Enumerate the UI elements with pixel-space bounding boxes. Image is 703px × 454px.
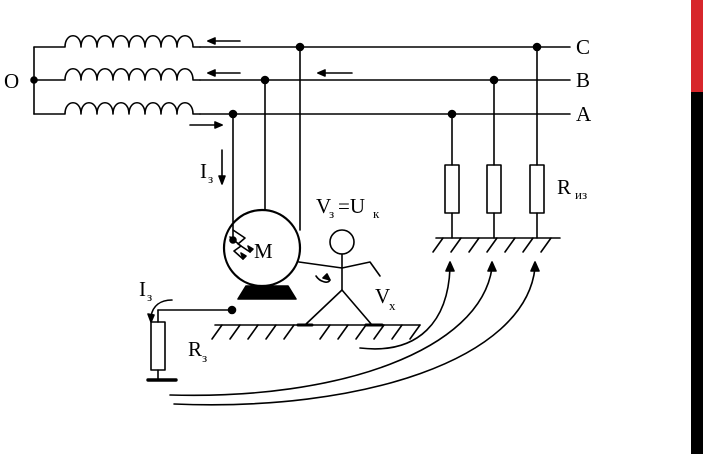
ground-connection <box>146 305 237 382</box>
person-figure <box>296 229 384 327</box>
fault-voltage-subscript: з <box>329 206 334 221</box>
fault-voltage-label: V <box>316 194 331 218</box>
earth-return-currents <box>169 261 540 406</box>
insulation-resistance-subscript: из <box>575 187 587 202</box>
touch-voltage-subscript: к <box>373 206 380 221</box>
phase-c-label: C <box>576 35 590 59</box>
fault-current-subscript: з <box>208 171 213 186</box>
insulation-resistance-label: R <box>557 175 571 199</box>
fault-current-label: I <box>200 159 207 183</box>
step-voltage-label: V <box>375 284 390 308</box>
accent-bar-red <box>691 0 703 92</box>
motor-feed-lines <box>228 42 305 241</box>
phase-a-label: A <box>576 102 592 126</box>
ground-hatch-motor <box>211 324 421 340</box>
phase-b-label: B <box>576 68 590 92</box>
ground-current-label: I <box>139 277 146 301</box>
transformer-windings <box>30 34 201 115</box>
fault-circuit-diagram: O C B A M I з I з V з =U к V х R з R из <box>4 34 592 406</box>
insulation-resistors <box>432 42 561 253</box>
line-current-arrows <box>189 37 353 129</box>
step-voltage-subscript: х <box>389 298 396 313</box>
touch-voltage-equation: =U <box>338 194 365 218</box>
ground-resistance-label: R <box>188 337 202 361</box>
ground-current-subscript: з <box>147 289 152 304</box>
ground-resistance-subscript: з <box>202 350 207 365</box>
motor-label: M <box>254 239 273 263</box>
neutral-label: O <box>4 69 19 93</box>
motor <box>222 208 302 300</box>
ground-current-arrow <box>147 299 173 323</box>
fault-current-arrow <box>218 149 226 185</box>
accent-bar-black <box>691 92 703 454</box>
